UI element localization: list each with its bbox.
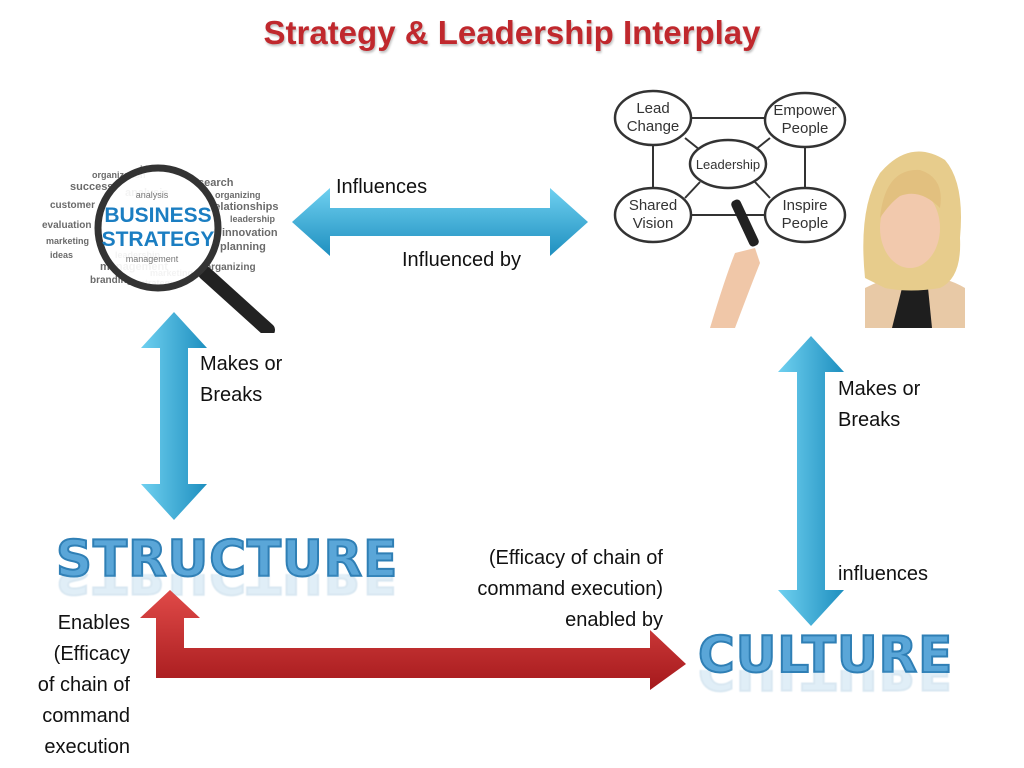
shared-vision-line1: Shared xyxy=(629,197,677,214)
influence-arrow xyxy=(292,188,588,256)
cloud-word: organization xyxy=(92,170,146,180)
enables-line2: (Efficacy xyxy=(53,643,130,665)
cloud-word: search xyxy=(198,177,234,189)
enabled-by-text: (Efficacy of chain of command execution)… xyxy=(420,543,663,636)
lead-change-line2: Change xyxy=(627,118,680,135)
culture-node: CULTURE xyxy=(697,625,954,685)
left-makes-or-breaks: Makes or Breaks xyxy=(200,349,282,411)
business-word: BUSINESS xyxy=(104,204,211,227)
culture-leadership-arrow xyxy=(778,336,844,626)
lead-change-line1: Lead xyxy=(636,100,669,117)
right-label-line1: Makes or xyxy=(838,378,921,400)
leadership-image: Lead Change Empower People Shared Vision… xyxy=(613,89,965,328)
magnifier-lens xyxy=(94,164,222,292)
enables-text: Enables (Efficacy of chain of command ex… xyxy=(0,608,130,763)
cloud-word: marketing xyxy=(46,236,89,246)
business-strategy-image: organization ideas search success analys… xyxy=(42,164,278,333)
leadership-center: Leadership xyxy=(696,157,760,172)
diagram-lines xyxy=(652,117,806,216)
right-makes-or-breaks: Makes or Breaks xyxy=(838,374,920,436)
enabled-by-line3: enabled by xyxy=(565,609,663,631)
cloud-word: organizing xyxy=(205,262,256,273)
cloud-word: management xyxy=(126,254,179,264)
empower-line1: Empower xyxy=(773,102,836,119)
right-label-line2: Breaks xyxy=(838,409,901,431)
structure-node: STRUCTURE xyxy=(55,529,399,589)
cloud-word: organizing xyxy=(215,190,261,200)
strategy-word: STRATEGY xyxy=(102,228,215,251)
cloud-word: branding xyxy=(90,275,133,286)
influences-label: Influences xyxy=(336,176,428,198)
cloud-word: relationships xyxy=(210,201,278,213)
cloud-word: ideas xyxy=(50,250,73,260)
cloud-word: innovation xyxy=(222,227,278,239)
enables-line5: execution xyxy=(44,736,130,758)
culture-reflection: CULTURE xyxy=(698,670,954,700)
enabled-by-line2: command execution) xyxy=(477,578,663,600)
influenced-by-label: Influenced by xyxy=(402,249,521,271)
execution-arrow xyxy=(140,590,686,690)
inspire-line2: People xyxy=(782,215,829,232)
left-label-line2: Breaks xyxy=(200,384,263,406)
woman-illustration xyxy=(710,151,965,328)
shared-vision-line2: Vision xyxy=(633,215,674,232)
cloud-word: analysis xyxy=(136,190,169,200)
enables-line3: of chain of xyxy=(37,674,130,696)
slide-title: Strategy & Leadership Interplay xyxy=(263,14,761,51)
diagram-nodes xyxy=(613,89,847,244)
cloud-word: success xyxy=(70,181,113,193)
enabled-by-line1: (Efficacy of chain of xyxy=(488,547,663,569)
cloud-word: evaluation xyxy=(42,220,91,231)
left-label-line1: Makes or xyxy=(200,353,283,375)
cloud-word: leadership xyxy=(230,214,276,224)
cloud-word: planning xyxy=(220,241,266,253)
cloud-word: customer xyxy=(50,200,95,211)
magnifier-handle xyxy=(198,266,275,333)
right-influences-label: influences xyxy=(838,563,929,585)
inspire-line1: Inspire xyxy=(782,197,827,214)
empower-line2: People xyxy=(782,120,829,137)
diagram-labels: Lead Change Empower People Shared Vision… xyxy=(627,100,837,232)
structure-strategy-arrow xyxy=(141,312,207,520)
enables-line1: Enables xyxy=(57,612,130,634)
enables-line4: command xyxy=(42,705,130,727)
